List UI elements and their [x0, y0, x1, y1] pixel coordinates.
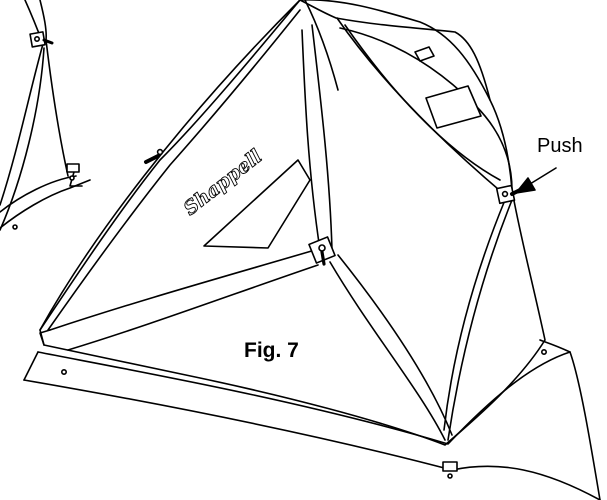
skirt-clip-front — [442, 461, 458, 472]
left-skirt-clip — [66, 163, 80, 173]
push-pin — [510, 186, 526, 196]
left-hub-bolt — [33, 35, 40, 42]
left-tent-side-edge — [39, 0, 69, 177]
floor-skirt — [23, 339, 601, 500]
left-skirt-hole — [12, 224, 18, 230]
front-right-seam-b — [337, 254, 453, 436]
front-hub-pin — [320, 250, 326, 266]
front-hub-bolt — [318, 244, 326, 252]
left-tent-skirt-bottom — [0, 179, 91, 229]
skirt-bottom-edge — [23, 379, 601, 500]
left-corner — [39, 329, 51, 346]
front-vertical-seam-a — [301, 29, 321, 251]
roof-crease — [299, 0, 491, 101]
front-right-seam-a — [329, 261, 446, 441]
push-arrow — [510, 167, 557, 196]
front-lower-seam-a — [49, 249, 316, 331]
push-callout: Push — [537, 135, 583, 157]
figure-caption: Fig. 7 — [244, 339, 299, 362]
front-lower-seam-b — [67, 264, 319, 351]
roof-seam — [304, 0, 339, 91]
clip-hole — [156, 148, 164, 156]
left-tent-fragment — [0, 0, 91, 231]
side-lower-seam-inner — [443, 199, 506, 431]
front-window — [203, 159, 311, 249]
tent-outline — [39, 0, 546, 446]
skirt-hole-right — [540, 348, 547, 355]
left-tent-front-edge — [0, 0, 44, 206]
skirt-grommet-front — [447, 473, 453, 479]
side-lower-seam — [447, 199, 513, 441]
skirt-top-edge — [37, 339, 571, 445]
side-upper-seam-inner — [344, 24, 501, 181]
arrow-shaft — [529, 167, 557, 185]
left-tent-inner-seam — [0, 47, 45, 231]
side-hub-bolt — [501, 190, 509, 198]
front-left-edge — [39, 0, 301, 331]
main-tent: Shappell — [39, 0, 546, 446]
front-hub — [308, 236, 336, 266]
upper-left-clip — [144, 148, 164, 164]
skirt-hole-left — [60, 368, 67, 375]
left-hub-pin — [42, 38, 54, 45]
clip-pin — [144, 154, 160, 164]
left-tent-skirt-top — [0, 175, 77, 213]
side-window — [425, 85, 482, 129]
left-skirt-grommet — [69, 175, 75, 181]
skirt-right-end — [569, 351, 601, 500]
skirt-left-end — [23, 351, 39, 381]
roof-vent — [414, 46, 435, 62]
front-left-edge-inner — [47, 9, 301, 331]
front-vertical-seam-b — [311, 24, 333, 251]
